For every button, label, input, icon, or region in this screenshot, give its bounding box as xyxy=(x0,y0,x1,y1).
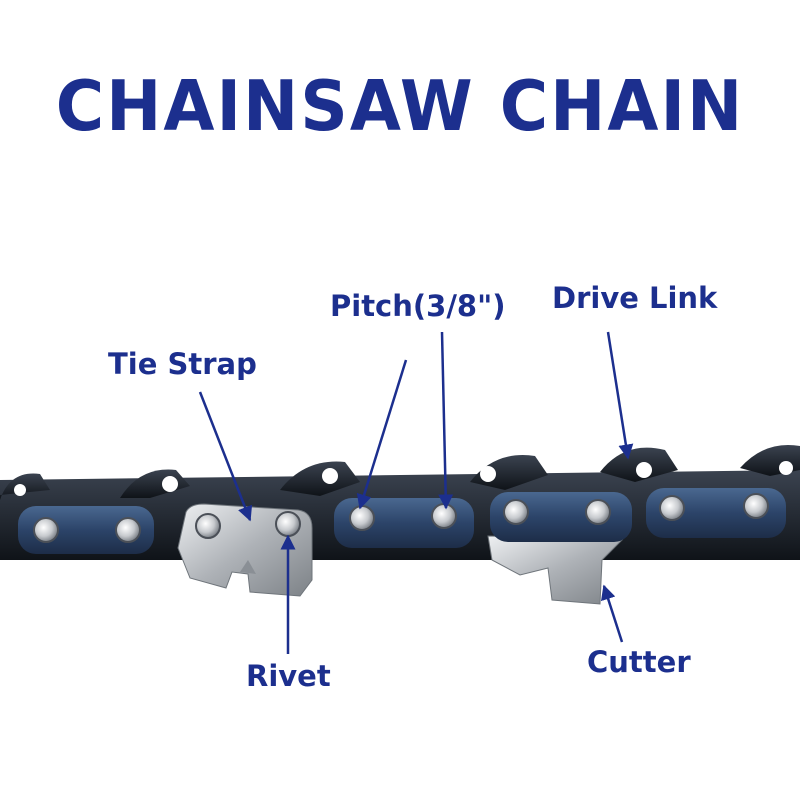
rivet xyxy=(503,499,529,525)
link-hole xyxy=(14,484,26,496)
pitch-pointer-right xyxy=(438,331,454,510)
link-hole xyxy=(322,468,338,484)
label-rivet: Rivet xyxy=(246,659,331,693)
drive-link xyxy=(280,461,360,496)
rivet xyxy=(195,513,221,539)
tie-strap-pointer xyxy=(198,391,253,522)
link-hole xyxy=(779,461,793,475)
rivet xyxy=(33,517,59,543)
rivet xyxy=(659,495,685,521)
label-tie-strap: Tie Strap xyxy=(108,347,257,381)
tie-strap-notch xyxy=(240,560,256,574)
rivet xyxy=(585,499,611,525)
rivet xyxy=(431,503,457,529)
cutter-pointer xyxy=(600,584,624,643)
cutter-tooth xyxy=(487,535,624,605)
link-hole xyxy=(636,462,652,478)
rivet xyxy=(349,505,375,531)
label-drive-link: Drive Link xyxy=(552,281,718,315)
callout-lines xyxy=(198,331,634,654)
page-title: CHAINSAW CHAIN xyxy=(55,66,745,147)
label-cutter: Cutter xyxy=(587,645,691,679)
rivet xyxy=(743,493,769,519)
link-hole xyxy=(162,476,178,492)
pitch-pointer-left xyxy=(356,359,408,510)
drive-link-pointer xyxy=(606,331,634,460)
rivet xyxy=(275,511,301,537)
drive-link-holes xyxy=(14,461,793,496)
side-plate xyxy=(18,506,154,554)
label-pitch: Pitch(3/8") xyxy=(330,289,506,323)
link-hole xyxy=(480,466,496,482)
rivet xyxy=(115,517,141,543)
